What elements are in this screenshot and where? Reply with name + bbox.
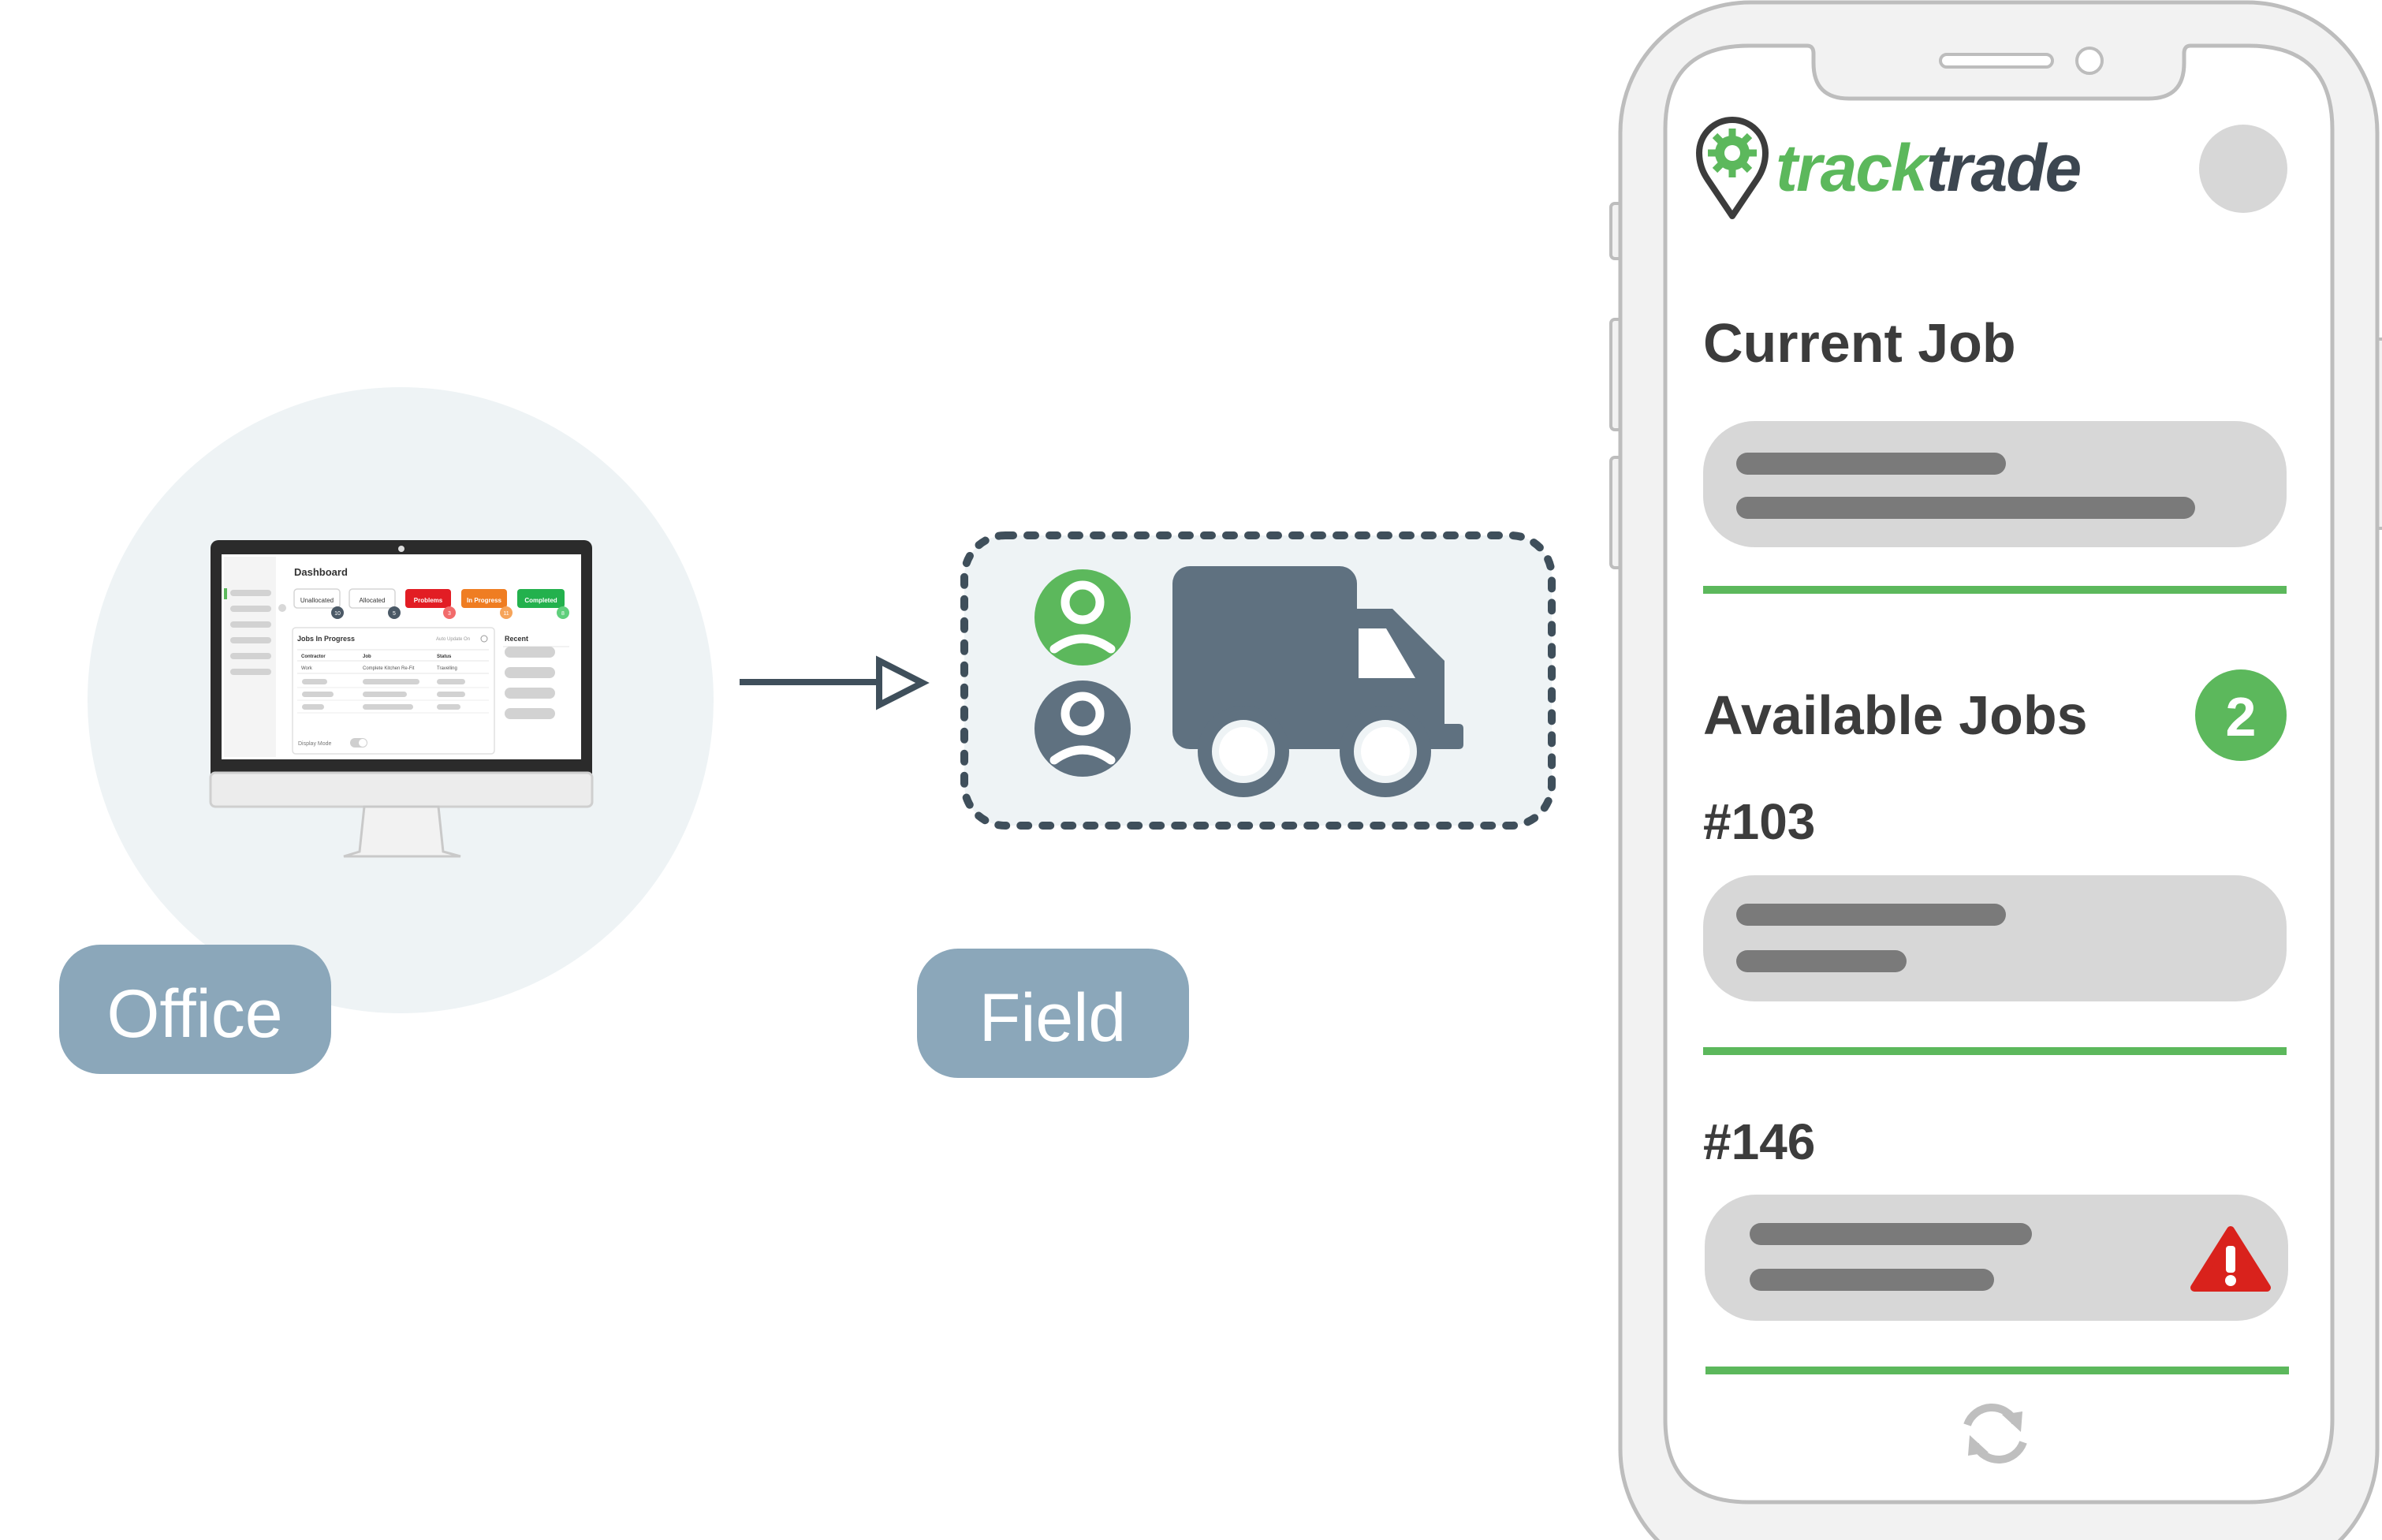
row-job: Complete Kitchen Re-Fit — [363, 666, 415, 671]
jobs-panel-title: Jobs In Progress — [297, 635, 355, 643]
display-mode-label: Display Mode — [298, 741, 332, 747]
office-label-pill — [59, 945, 331, 1074]
jobs-in-progress-panel: Jobs In Progress Auto Update On Contract… — [292, 627, 495, 755]
brand-logo: tracktrade — [1776, 131, 2081, 205]
refresh-icon[interactable] — [1963, 1404, 2027, 1464]
tab-problems-count: 3 — [448, 611, 451, 617]
refresh-icon[interactable] — [480, 635, 488, 643]
truck-icon — [1172, 566, 1463, 797]
tab-completed[interactable]: Completed — [524, 597, 557, 604]
row-contractor: Work — [301, 666, 313, 671]
mobile-phone: tracktrade Current Job Available Jobs 2 … — [1609, 0, 2382, 1540]
desktop-monitor: Dashboard Unallocated 10 Allocated 5 Pro… — [209, 540, 594, 858]
user-icon — [1034, 681, 1131, 777]
recent-panel: Recent — [503, 635, 569, 719]
tab-in-progress[interactable]: In Progress — [467, 597, 502, 604]
job-number: #103 — [1703, 793, 1815, 850]
job-card[interactable] — [1703, 875, 2287, 1001]
tab-completed-count: 8 — [561, 611, 565, 617]
column-contractor: Contractor — [301, 654, 326, 659]
recent-title: Recent — [505, 635, 528, 643]
phone-screen — [1663, 43, 2335, 1505]
divider — [1703, 1047, 2287, 1055]
jobs-panel-options[interactable]: Auto Update On — [436, 637, 470, 642]
map-pin-gear-icon — [1696, 117, 1769, 219]
tab-allocated[interactable]: Allocated — [360, 597, 386, 604]
tab-in-progress-count: 11 — [503, 611, 509, 617]
tab-problems[interactable]: Problems — [414, 597, 443, 604]
available-count: 2 — [2226, 686, 2257, 748]
field-group: Field — [917, 531, 1556, 1078]
status-tabs: Unallocated 10 Allocated 5 Problems 3 In… — [293, 588, 569, 619]
column-job: Job — [363, 654, 371, 659]
field-label: Field — [979, 980, 1126, 1056]
brand-track: track — [1776, 131, 1931, 205]
divider — [1705, 1367, 2289, 1374]
column-status: Status — [437, 654, 452, 659]
user-icon — [1034, 569, 1131, 666]
warning-icon — [2190, 1226, 2271, 1292]
current-job-card[interactable] — [1703, 421, 2287, 547]
tab-allocated-count: 5 — [393, 611, 396, 617]
front-camera — [2075, 47, 2104, 75]
tab-unallocated[interactable]: Unallocated — [300, 597, 334, 604]
tab-unallocated-count: 10 — [334, 611, 341, 617]
avatar[interactable] — [2199, 125, 2287, 213]
available-jobs-heading: Available Jobs — [1703, 684, 2088, 746]
job-number: #146 — [1703, 1113, 1815, 1170]
dashboard-title: Dashboard — [294, 566, 348, 578]
brand-trade: trade — [1926, 131, 2081, 205]
office-label: Office — [106, 976, 282, 1052]
current-job-heading: Current Job — [1703, 312, 2016, 374]
job-card[interactable] — [1705, 1195, 2288, 1321]
divider — [1703, 586, 2287, 594]
row-status: Travelling — [437, 666, 457, 671]
flow-arrow — [740, 655, 930, 710]
available-count-badge: 2 — [2195, 669, 2287, 761]
speaker-grille — [1939, 53, 2054, 69]
field-label-pill — [917, 949, 1189, 1078]
office-group: Dashboard Unallocated 10 Allocated 5 Pro… — [59, 387, 714, 1074]
